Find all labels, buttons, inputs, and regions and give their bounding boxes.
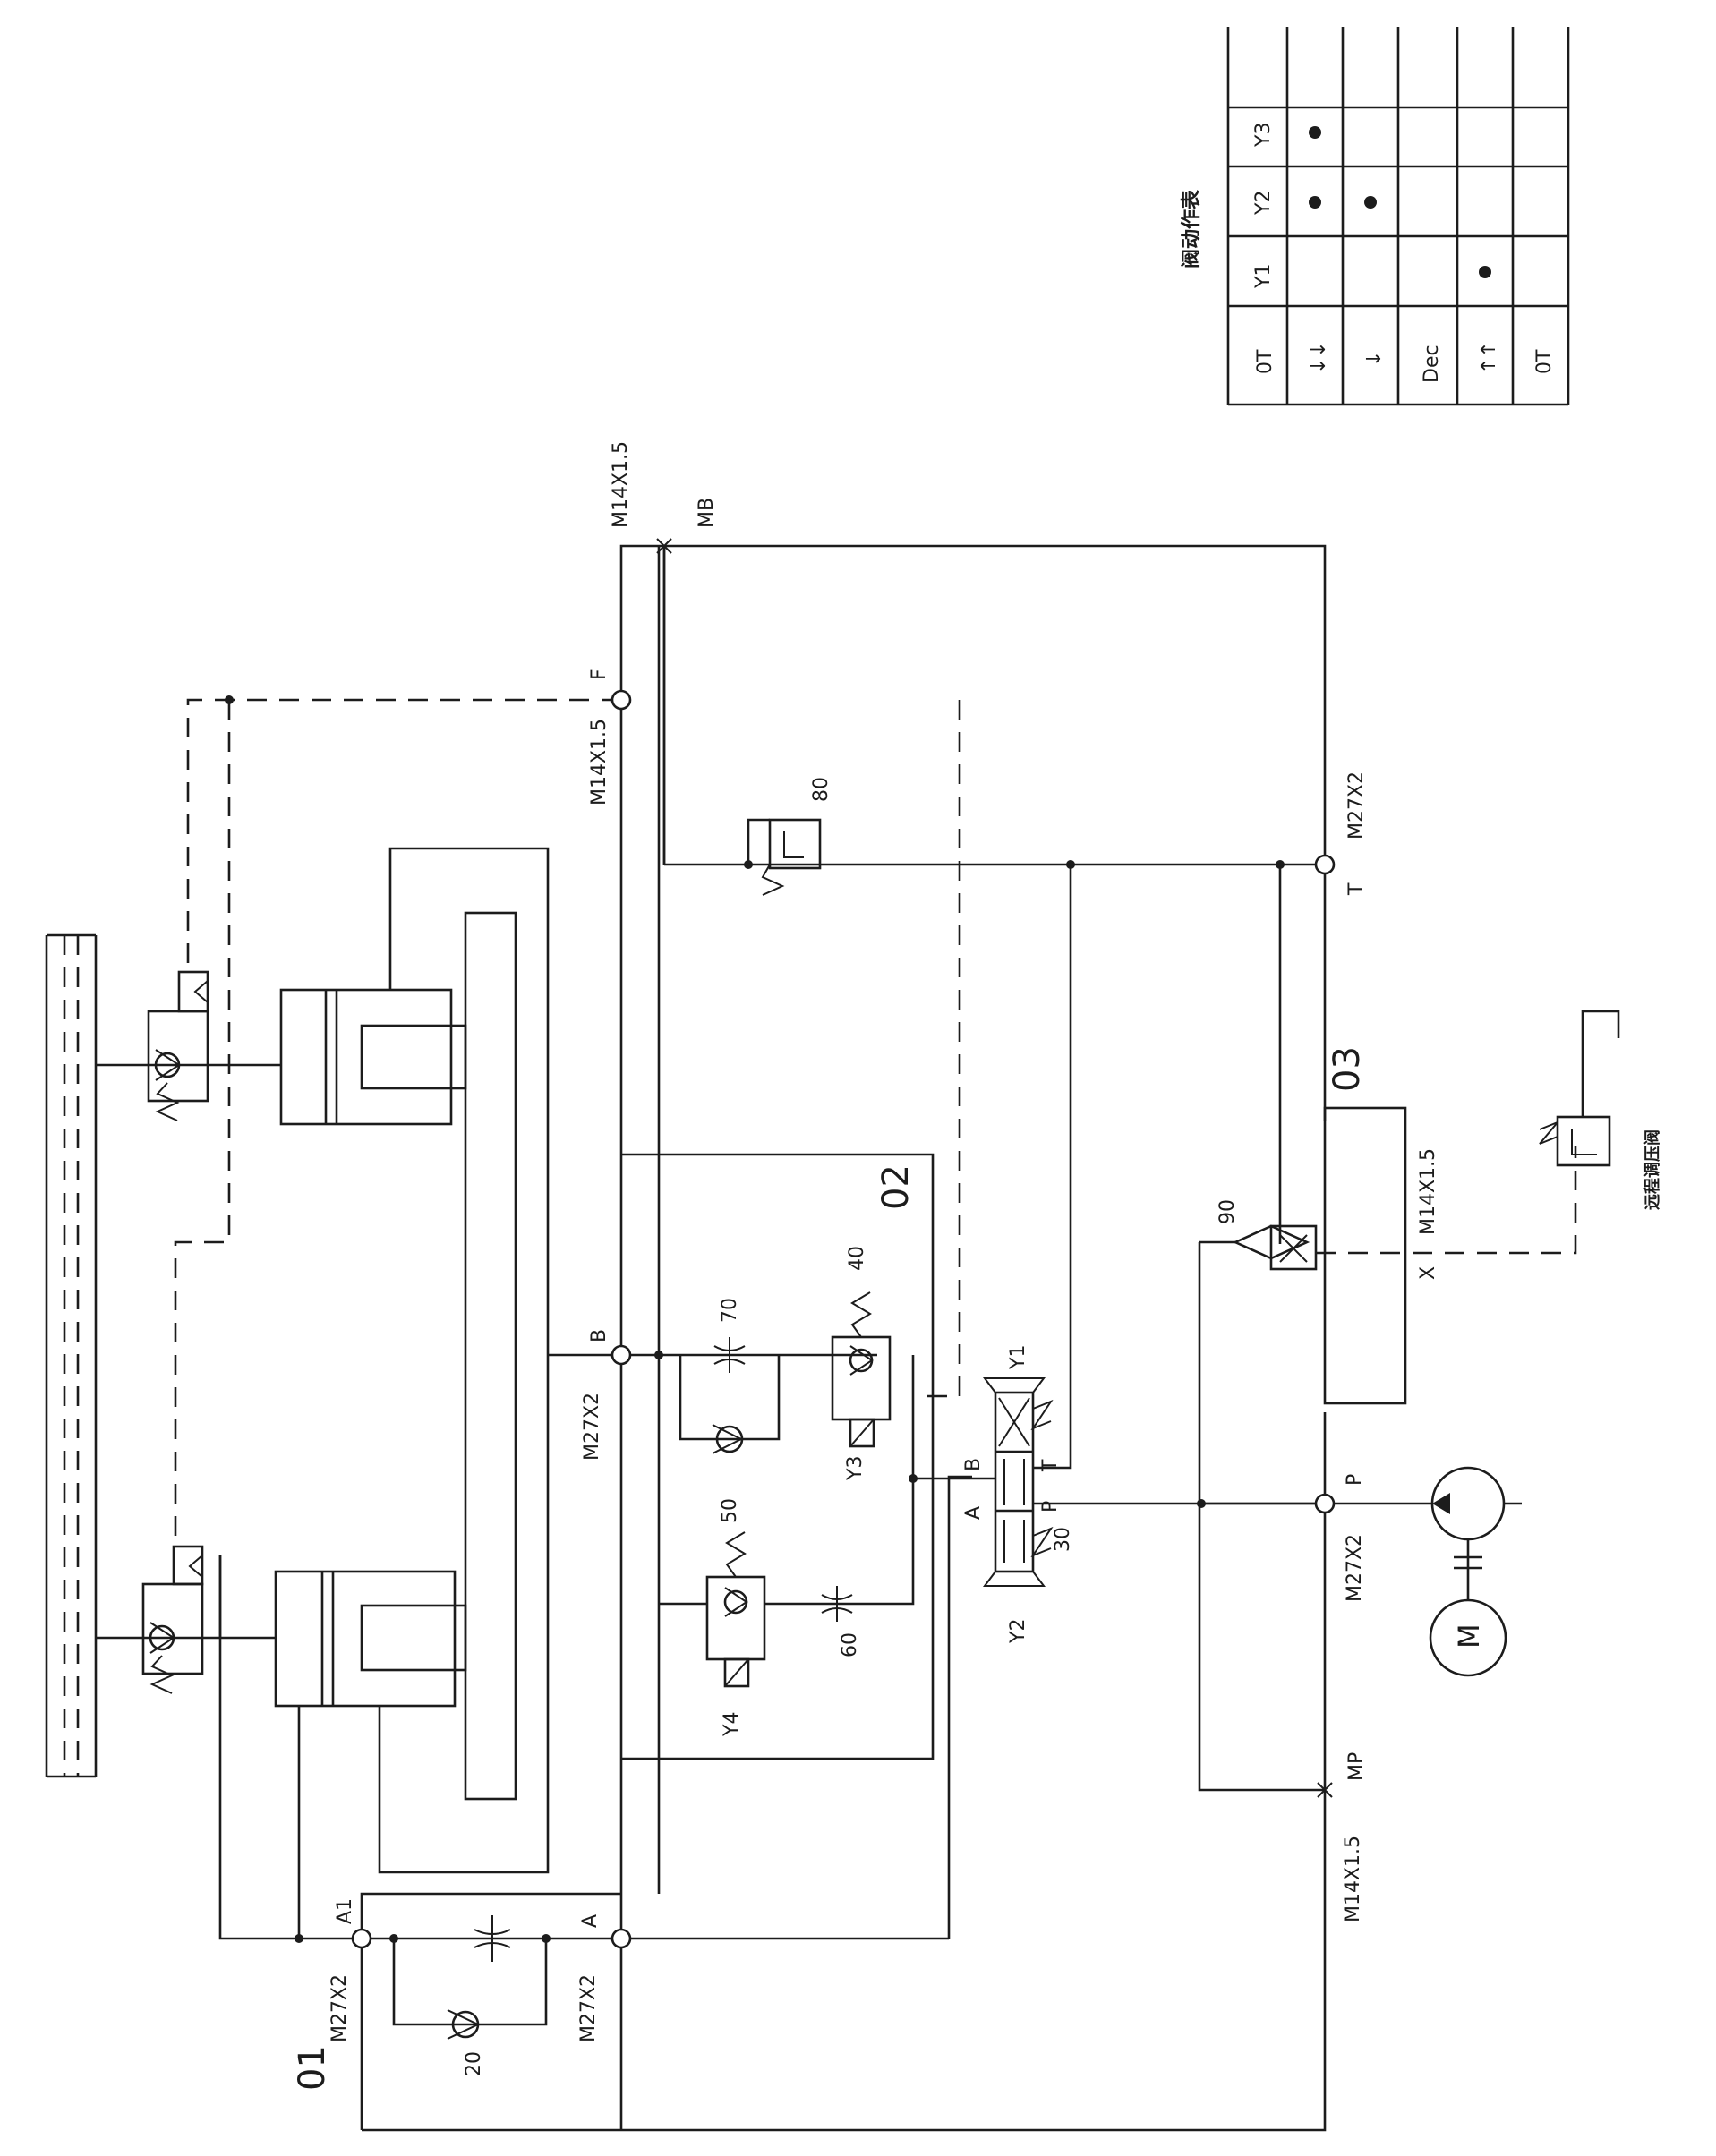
table-row-3-label: Dec xyxy=(1421,345,1443,383)
cylinder-assembly xyxy=(274,847,550,1874)
valve-port-b: B xyxy=(962,1458,985,1471)
port-t xyxy=(1314,854,1336,875)
action-table-marks xyxy=(1309,126,1491,278)
port-label-b: B xyxy=(588,1329,610,1342)
table-row-4-label: ↑↑ xyxy=(1478,341,1500,374)
port-b xyxy=(610,1344,632,1366)
lower-pilot-check-valve xyxy=(96,1545,276,1694)
upper-rod xyxy=(360,1024,467,1090)
thread-label-a1: M27X2 xyxy=(329,1974,351,2042)
action-mark-row1-y3 xyxy=(1309,126,1321,139)
thread-label-p: M27X2 xyxy=(1344,1534,1366,1602)
component-label-40: 40 xyxy=(846,1246,868,1271)
thread-label-mp: M14X1.5 xyxy=(1342,1836,1364,1922)
component-label-80: 80 xyxy=(810,777,832,802)
thread-label-a: M27X2 xyxy=(577,1974,600,2042)
solenoid-label-y2: Y2 xyxy=(1007,1619,1029,1644)
valve-block-02-outline xyxy=(621,1153,935,1760)
machine-bed xyxy=(45,933,98,1778)
pilot-line-f-branch xyxy=(174,700,231,1547)
thread-label-mb: M14X1.5 xyxy=(610,441,632,528)
remote-pressure-valve xyxy=(1539,1010,1620,1167)
zone-label-02: 02 xyxy=(875,1164,917,1210)
tank-line xyxy=(662,546,1325,1244)
valve-action-table: 阀动作表 Y1 Y2 Y3 0T ↓↓ ↓ Dec ↑↑ 0T xyxy=(1181,27,1570,406)
directional-valve-30 xyxy=(954,865,1325,1587)
pressure-valve-90 xyxy=(1198,1146,1577,1792)
component-label-70: 70 xyxy=(719,1298,741,1323)
solenoid-label-y3: Y3 xyxy=(844,1456,867,1481)
pressure-block-03-outline xyxy=(1323,1106,1407,1405)
pilot-line-f xyxy=(186,698,621,972)
action-mark-row4-y1 xyxy=(1479,266,1491,278)
action-table-title: 阀动作表 xyxy=(1181,189,1203,268)
solenoid-label-y4: Y4 xyxy=(721,1712,743,1737)
table-row-1-label: ↓↓ xyxy=(1308,341,1330,374)
port-a1 xyxy=(351,1928,372,1949)
upper-pilot-check-valve xyxy=(96,970,281,1121)
component-label-20: 20 xyxy=(463,2051,485,2076)
thread-label-f: M14X1.5 xyxy=(588,719,610,805)
port-label-f: F xyxy=(588,669,610,680)
component-label-60: 60 xyxy=(839,1632,861,1657)
lower-rod xyxy=(360,1604,467,1672)
zone-label-03: 03 xyxy=(1327,1046,1368,1092)
component-label-90: 90 xyxy=(1217,1199,1239,1224)
table-row-5-label: 0T xyxy=(1533,349,1556,374)
port-label-x: X xyxy=(1417,1266,1439,1280)
table-header-y1: Y1 xyxy=(1252,264,1275,289)
port-label-a1: A1 xyxy=(334,1898,356,1924)
ram-beam xyxy=(464,911,517,1801)
port-label-a: A xyxy=(579,1914,602,1928)
b-circuit xyxy=(548,546,954,1894)
port-label-p: P xyxy=(1344,1474,1366,1486)
port-label-t: T xyxy=(1345,882,1368,896)
port-a xyxy=(610,1928,632,1949)
port-f xyxy=(610,689,632,711)
solenoid-label-y1: Y1 xyxy=(1007,1345,1029,1370)
table-header-y2: Y2 xyxy=(1252,191,1275,216)
action-mark-row2-y2 xyxy=(1364,196,1377,209)
action-mark-row1-y2 xyxy=(1309,196,1321,209)
table-row-2-label: ↓ xyxy=(1363,351,1386,367)
gauge-port-mb xyxy=(656,538,672,865)
motor-label: M xyxy=(1452,1623,1486,1649)
a1-a-circuit xyxy=(218,1475,972,2040)
motor-circle xyxy=(1429,1598,1507,1677)
zone-label-01: 01 xyxy=(292,2045,333,2091)
pump-motor xyxy=(1325,1466,1522,1677)
port-label-mp: MP xyxy=(1345,1752,1368,1781)
component-label-30: 30 xyxy=(1052,1527,1074,1552)
pilot-line-drain xyxy=(922,700,961,1398)
thread-label-t: M27X2 xyxy=(1345,771,1368,839)
component-label-50: 50 xyxy=(719,1498,741,1523)
lower-cylinder xyxy=(274,1570,457,1708)
thread-label-b: M27X2 xyxy=(581,1393,603,1461)
table-row-0-label: 0T xyxy=(1254,349,1276,374)
upper-cylinder xyxy=(279,988,453,1126)
valve-port-p: P xyxy=(1039,1501,1062,1513)
manifold-block-01 xyxy=(360,544,1327,2132)
remote-valve-label: 远程调压阀 xyxy=(1643,1129,1662,1210)
table-header-y3: Y3 xyxy=(1252,123,1275,148)
port-p xyxy=(1314,1493,1336,1514)
thread-label-x: M14X1.5 xyxy=(1417,1148,1439,1235)
valve-port-a: A xyxy=(962,1506,985,1520)
gauge-port-mp xyxy=(1317,1782,1333,1798)
port-label-mb: MB xyxy=(696,498,718,528)
valve-port-t: T xyxy=(1039,1459,1062,1472)
